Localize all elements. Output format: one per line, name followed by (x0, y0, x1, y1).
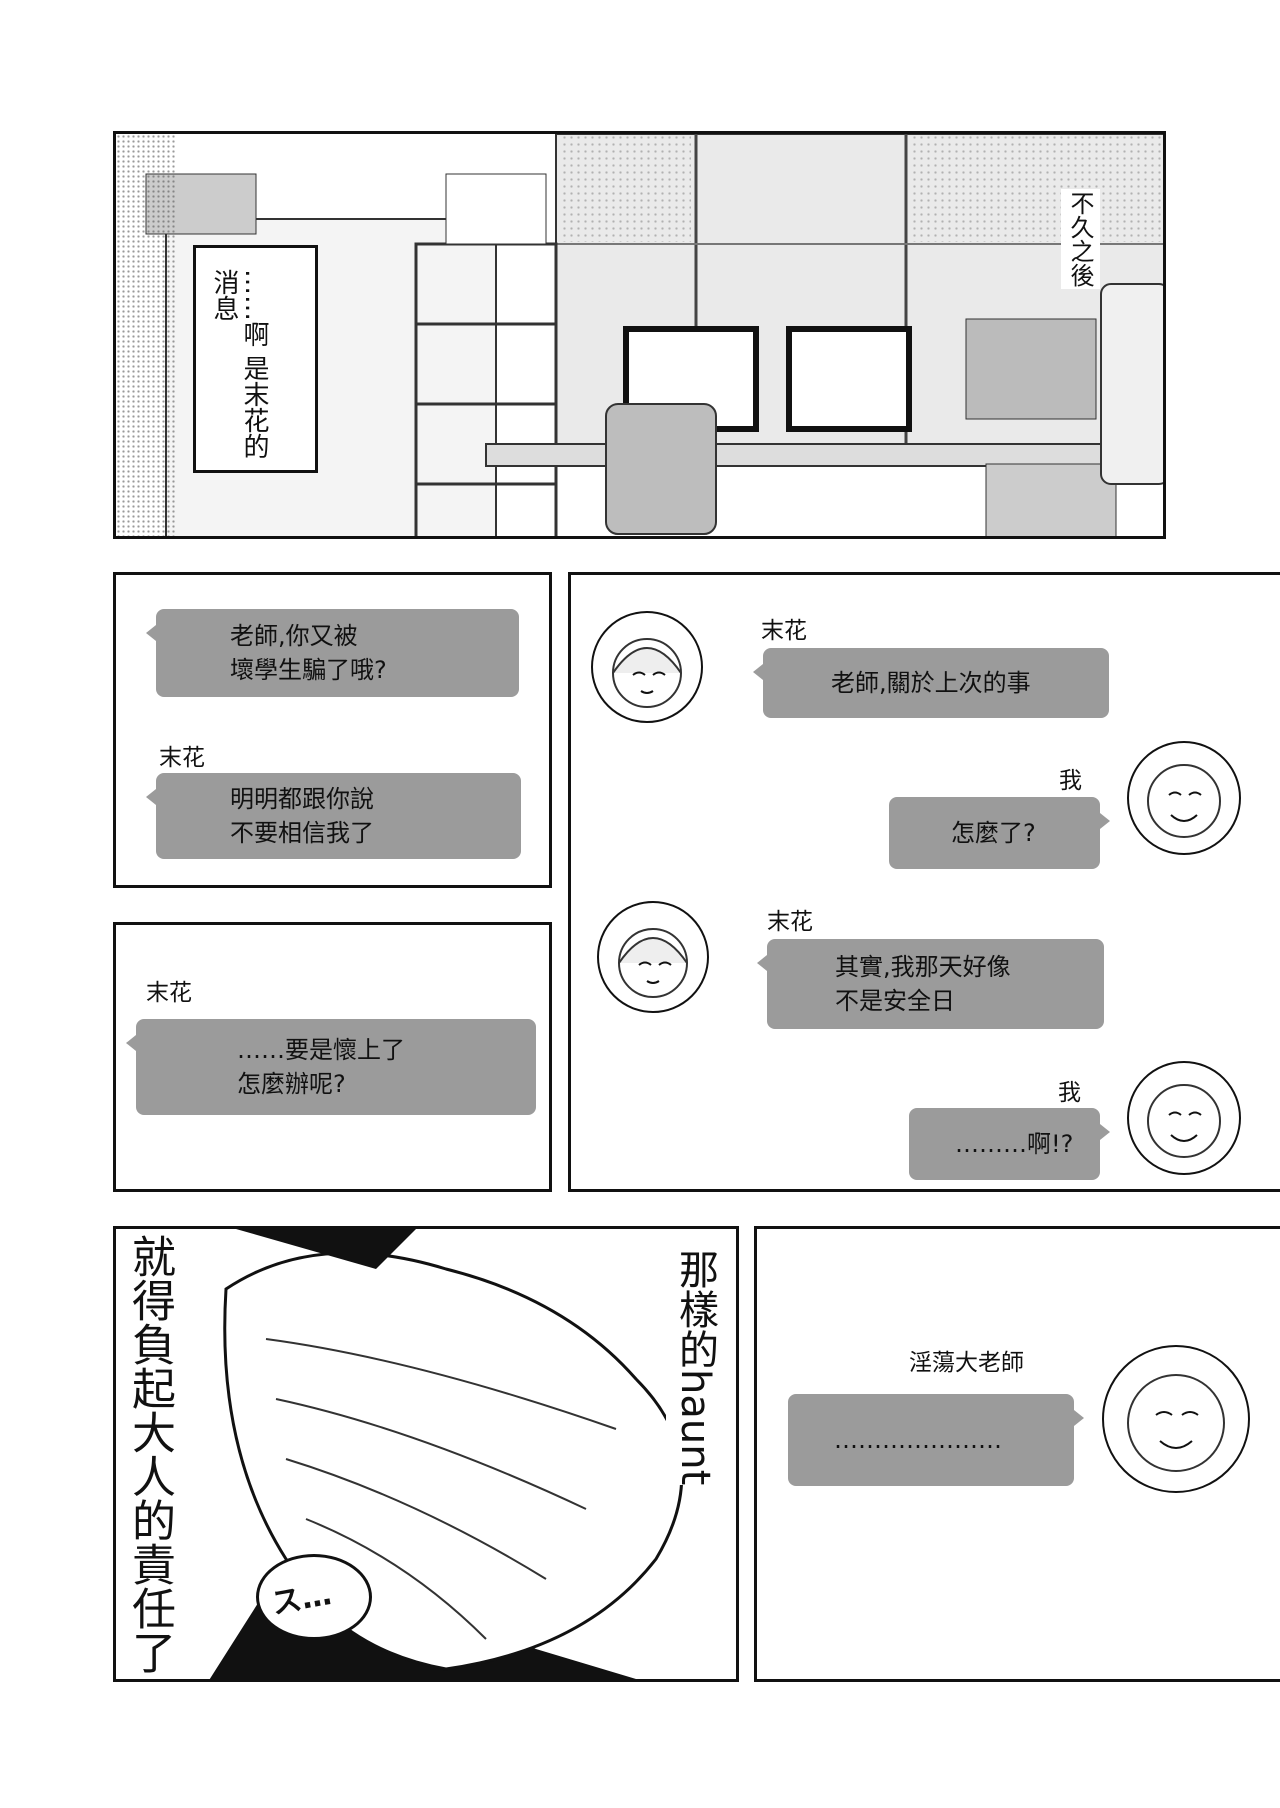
chat-bubble-1: 老師,你又被 壞學生騙了哦? (146, 609, 519, 697)
chat-bubble-7-line1: ……要是懷上了 (237, 1036, 405, 1064)
chat-bubble-5-line1: 其實,我那天好像 (835, 953, 1011, 981)
narration-top: 不久之後 (1061, 189, 1100, 289)
narration-left: 就得負起大人的責任了 (124, 1234, 175, 1674)
narration-box-text: ……啊 是末花的 消息 (209, 269, 269, 460)
screentone-left (116, 134, 176, 536)
chat-bubble-5: 其實,我那天好像 不是安全日 (757, 939, 1104, 1029)
sender-name-4: 我 (1058, 1080, 1081, 1106)
sender-name-1: 末花 (761, 618, 807, 644)
screentone-window (561, 134, 691, 242)
narration-right: 那樣的haunt (666, 1249, 724, 1486)
chat-bubble-3-line1: 老師,關於上次的事 (831, 669, 1031, 697)
chat-bubble-5-line2: 不是安全日 (835, 987, 955, 1015)
chat-bubble-7: ……要是懷上了 怎麼辦呢? (126, 1019, 536, 1115)
panel-office-scene: ……啊 是末花的 消息 不久之後 (113, 131, 1166, 539)
avatar-me-2 (1127, 1061, 1241, 1175)
sender-name: 末花 (159, 745, 205, 771)
panel-chat-3: 末花 ……要是懷上了 怎麼辦呢? (113, 922, 552, 1192)
avatar-me-3 (1102, 1345, 1250, 1493)
avatar-me (1127, 741, 1241, 855)
sfx-bubble (256, 1554, 372, 1640)
chat-bubble-4-line1: 怎麼了? (951, 819, 1036, 847)
chat-bubble-6-line1: ………啊!? (955, 1130, 1074, 1158)
chat-bubble-4: 怎麼了? (889, 797, 1110, 869)
panel-chat-4: 淫蕩大老師 ………………… (754, 1226, 1280, 1682)
sender-name: 淫蕩大老師 (909, 1350, 1024, 1376)
sender-name-2: 我 (1059, 768, 1082, 794)
panel-hand: 就得負起大人的責任了 那樣的haunt ス… (113, 1226, 739, 1682)
panel-chat-2: 末花 老師,關於上次的事 我 怎麼了? 末花 其實,我那天好像 不是安全日 我 … (568, 572, 1280, 1192)
chat-bubble-8-line1: ………………… (834, 1426, 1002, 1454)
chat-bubble-1-line1: 老師,你又被 (230, 622, 358, 650)
chat-bubble-7-line2: 怎麼辦呢? (237, 1070, 346, 1098)
chat-bubble-2: 明明都跟你說 不要相信我了 (146, 773, 521, 859)
avatar-mika-2 (597, 901, 709, 1013)
panel-chat-1: 老師,你又被 壞學生騙了哦? 末花 明明都跟你說 不要相信我了 (113, 572, 552, 888)
chat-bubble-2-line2: 不要相信我了 (230, 819, 374, 847)
chat-bubble-8: ………………… (788, 1394, 1084, 1486)
narration-box (193, 245, 318, 473)
chat-bubble-1-line2: 壞學生騙了哦? (230, 656, 387, 684)
sender-name: 末花 (146, 980, 192, 1006)
hand-illustration (116, 1229, 736, 1679)
chat-bubble-3: 老師,關於上次的事 (753, 648, 1109, 718)
chat-bubble-2-line1: 明明都跟你說 (230, 785, 374, 813)
screentone-window-right (911, 134, 1161, 242)
sender-name-3: 末花 (767, 909, 813, 935)
avatar-mika (591, 611, 703, 723)
chat-bubble-6: ………啊!? (909, 1108, 1110, 1180)
